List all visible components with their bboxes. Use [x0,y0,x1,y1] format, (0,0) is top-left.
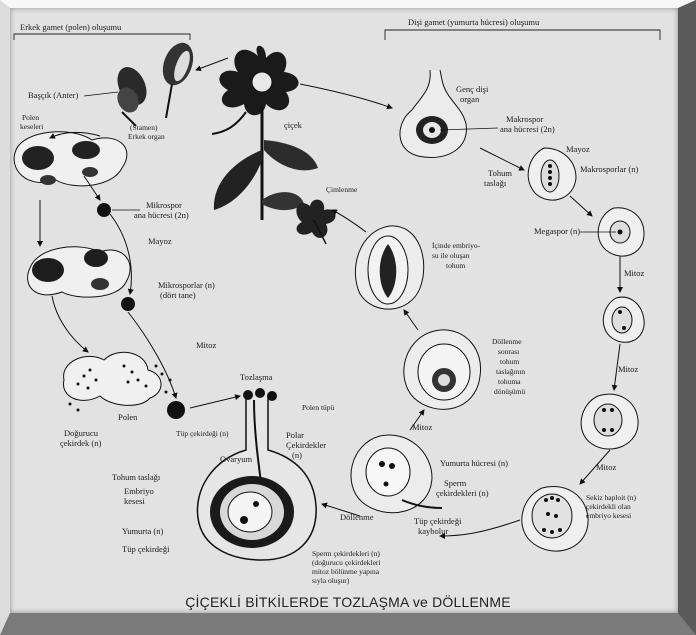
sperm-nuclei-note-2: mitoz bölünme yapına [312,567,380,576]
megaspore-mother-label-2: ana hücresi (2n) [500,124,555,134]
pollen-grain [167,401,185,419]
male-gamete-header: Erkek gamet (polen) oluşumu [20,22,122,32]
two-nucleate-sac [602,296,645,343]
pollen-sac-group-2 [27,246,131,298]
polar-nuclei-label-3: (n) [292,450,302,460]
eight-haploid-label: Sekiz haploit (n) [586,493,636,502]
young-female-organ-label: Genç dişi [456,84,489,94]
pollen-release-sacs [63,351,172,412]
polar-nuclei-label: Polar [286,430,304,440]
germination-label: Çimlenme [326,185,358,194]
mitosis-left-label: Mitoz [196,340,217,350]
seed-embryo-label-2: su ile oluşan [432,251,470,260]
post-fertilization-label-1: Döllenme [492,337,522,346]
germinating-seedling [296,199,336,245]
female-gamete-header: Dişi gamet (yumurta hücresi) oluşumu [408,17,540,27]
egg-label: Yumurta (n) [122,526,163,536]
eight-haploid-label-2: çekirdekli olan [586,502,631,511]
seed-with-embryo [355,225,425,310]
male-header-bracket [13,33,191,40]
mitosis-middle-label: Mitoz [412,422,433,432]
sperm-nuclei-note-1: (doğurucu çekirdekleri [312,558,381,567]
young-female-organ [399,69,467,158]
microspores-label: Mikrosporlar (n) [158,280,215,290]
female-header-bracket [384,29,661,40]
microspore-mother-label-2: ana hücresi (2n) [134,210,189,220]
seed-embryo-label-1: İçinde embriyo- [432,241,481,250]
post-fertilization-label-6: dönüşümü [494,387,526,396]
pollen-label: Polen [118,412,138,422]
post-fertilization-label-4: taslağının [496,367,525,376]
flower-illustration [211,45,318,220]
egg-cell-label: Yumurta hücresi (n) [440,458,508,468]
stamen-illustration [117,42,194,127]
ovary-label: Ovaryum [220,454,252,464]
young-female-organ-label-2: organ [460,94,480,104]
sperm-nuclei-note-3: sıyla oluşur) [312,576,350,585]
microspores-cell [121,297,135,311]
megaspore-label: Megaspor (n) [534,226,580,236]
meiosis-left-label: Mayoz [148,236,172,246]
sperm-nuclei-right-label-2: çekirdekleri (n) [436,488,489,498]
flower-label: çiçek [284,120,303,130]
eight-nucleate-embryo-sac [521,486,589,552]
tube-nucleus-bottom-label: Tüp çekirdeği [122,544,170,554]
mitosis-right-label-2: Mitoz [618,364,639,374]
generative-nucleus-label-2: çekirdek (n) [60,438,101,448]
seed-embryo-label-3: tohum [446,261,465,270]
four-nucleate-sac [580,393,639,450]
post-fertilization-label-5: tohuma [498,377,521,386]
male-organ-label: Erkek organ [128,132,165,141]
ovule-top-label: Tohum [488,168,512,178]
microspores-count-label: (dört tane) [160,290,196,300]
meiosis-right-label: Mayoz [566,144,590,154]
mitosis-right-label-3: Mitoz [596,462,617,472]
post-fertilization-label-2: sonrası [498,347,519,356]
tube-disappears-label-2: kaybolur [418,526,448,536]
embryo-sac-label-2: kesesi [124,496,145,506]
megaspore-ovule [597,207,645,257]
fertilization-ovule [350,434,443,514]
post-fertilization-label-3: tohum [500,357,519,366]
diagram-caption: ÇİÇEKLİ BİTKİLERDE TOZLAŞMA ve DÖLLENME [185,594,511,610]
sperm-nuclei-right-label: Sperm [444,478,467,488]
pollen-sac-group-1 [13,131,128,187]
generative-nucleus-label: Doğurucu [64,428,99,438]
anther-label: Başçık (Anter) [28,90,78,100]
ovule-label: Tohum taslağı [112,472,161,482]
sperm-nuclei-label: Sperm çekirdekleri (n) [312,549,380,558]
pollen-tube-label: Polen tüpü [302,403,335,412]
polar-nuclei-label-2: Çekirdekler [286,440,326,450]
developing-seed [403,329,482,410]
microspore-mother-label: Mikrospor [146,200,182,210]
stamen-label: (Stamen) [130,123,158,132]
fertilization-label: Döllenme [340,512,374,522]
microspore-mother-cell [97,203,111,217]
process-arrows [37,57,623,539]
pollen-sacs-label-2: keseleri [20,122,43,131]
mitosis-right-label-1: Mitoz [624,268,645,278]
pollination-label: Tozlaşma [240,372,273,382]
tube-nucleus-label: Tüp çekirdeği (n) [176,429,229,438]
megaspore-mother-label: Makrospor [506,114,543,124]
ovary-cross-section [196,388,317,561]
tube-disappears-label: Tüp çekirdeği [414,516,462,526]
eight-haploid-label-3: embriyo kesesi [586,511,631,520]
megaspores-label: Makrosporlar (n) [580,164,638,174]
megaspores-ovule [527,147,577,201]
pollen-sacs-label: Polen [22,113,39,122]
embryo-sac-label: Embriyo [124,486,154,496]
ovule-top-label-2: taslağı [484,178,507,188]
